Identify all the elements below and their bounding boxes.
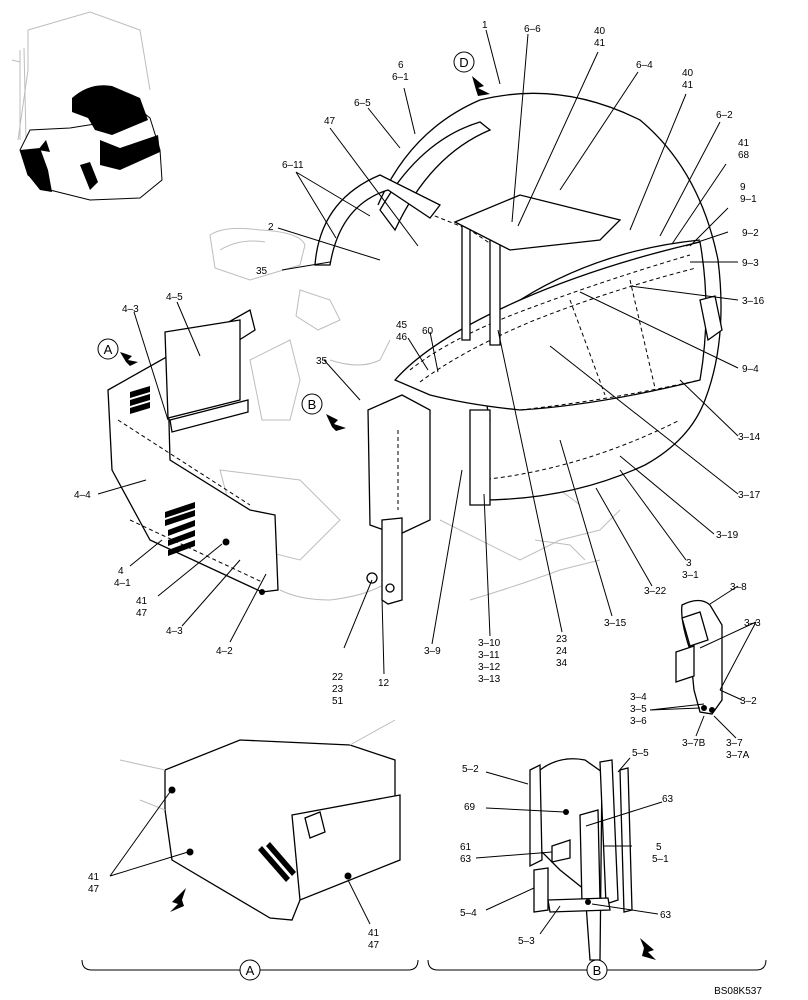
view-marker-b: B <box>301 393 346 431</box>
engine-hood-assembly <box>314 92 723 506</box>
view-arrow-b-detail <box>640 938 656 960</box>
callout-47: 47 <box>324 116 336 127</box>
callout-4-3-b: 4–3 <box>166 626 183 637</box>
callout-69: 69 <box>464 802 476 813</box>
callout-35-b: 35 <box>316 356 328 367</box>
callout-63-a: 63 <box>662 794 674 805</box>
vent-slots-lower <box>165 502 195 556</box>
side-panel-left <box>107 309 279 595</box>
callout-4-3-a: 4–3 <box>122 304 139 315</box>
callout-63-b: 63 <box>660 910 672 921</box>
callout-3-7b: 3–7B <box>682 738 706 749</box>
callout-6-2: 6–2 <box>716 110 733 121</box>
callout-3-8: 3–8 <box>730 582 747 593</box>
callout-3-17: 3–17 <box>738 490 761 501</box>
callout-3-16: 3–16 <box>742 296 765 307</box>
callout-5-5: 5–5 <box>632 748 649 759</box>
callout-1: 1 <box>482 20 488 31</box>
callout-6-4: 6–4 <box>636 60 653 71</box>
callout-2: 2 <box>268 222 274 233</box>
view-marker-a: A <box>97 338 138 366</box>
callout-3-15: 3–15 <box>604 618 627 629</box>
callout-3-9: 3–9 <box>424 646 441 657</box>
machine-thumbnail <box>11 11 163 201</box>
callout-4-5: 4–5 <box>166 292 183 303</box>
section-bracket-b: B <box>427 959 767 981</box>
callout-35-a: 35 <box>256 266 268 277</box>
view-letter-a-main: A <box>104 342 113 357</box>
view-marker-d: D <box>453 51 490 96</box>
callout-4-2: 4–2 <box>216 646 233 657</box>
callout-60: 60 <box>422 326 434 337</box>
view-letter-d: D <box>459 55 468 70</box>
detail-view-a <box>119 719 401 921</box>
section-letter-b: B <box>593 963 602 978</box>
callout-12: 12 <box>378 678 390 689</box>
callout-3-14: 3–14 <box>738 432 761 443</box>
callout-5-4: 5–4 <box>460 908 477 919</box>
latch-assembly <box>675 599 723 715</box>
drawing-code: BS08K537 <box>714 986 762 997</box>
callout-6-11: 6–11 <box>282 160 304 171</box>
callout-4-4: 4–4 <box>74 490 91 501</box>
callout-6-5: 6–5 <box>354 98 371 109</box>
leader-lines <box>97 29 757 935</box>
callout-3-22: 3–22 <box>644 586 667 597</box>
view-arrow-a-detail <box>170 888 186 912</box>
callout-9-3: 9–3 <box>742 258 759 269</box>
callout-6-6: 6–6 <box>524 24 541 35</box>
center-bracket <box>366 394 431 605</box>
callout-5-2: 5–2 <box>462 764 479 775</box>
callout-3-3: 3–3 <box>744 618 761 629</box>
vent-slots-upper <box>130 386 150 414</box>
detail-view-b <box>529 758 633 961</box>
callout-9-2: 9–2 <box>742 228 759 239</box>
callout-3-2: 3–2 <box>740 696 757 707</box>
callout-9-4: 9–4 <box>742 364 759 375</box>
view-letter-b-main: B <box>308 397 317 412</box>
section-bracket-a: A <box>81 959 419 981</box>
section-letter-a: A <box>246 963 255 978</box>
callout-3-19: 3–19 <box>716 530 739 541</box>
callout-5-3: 5–3 <box>518 936 535 947</box>
